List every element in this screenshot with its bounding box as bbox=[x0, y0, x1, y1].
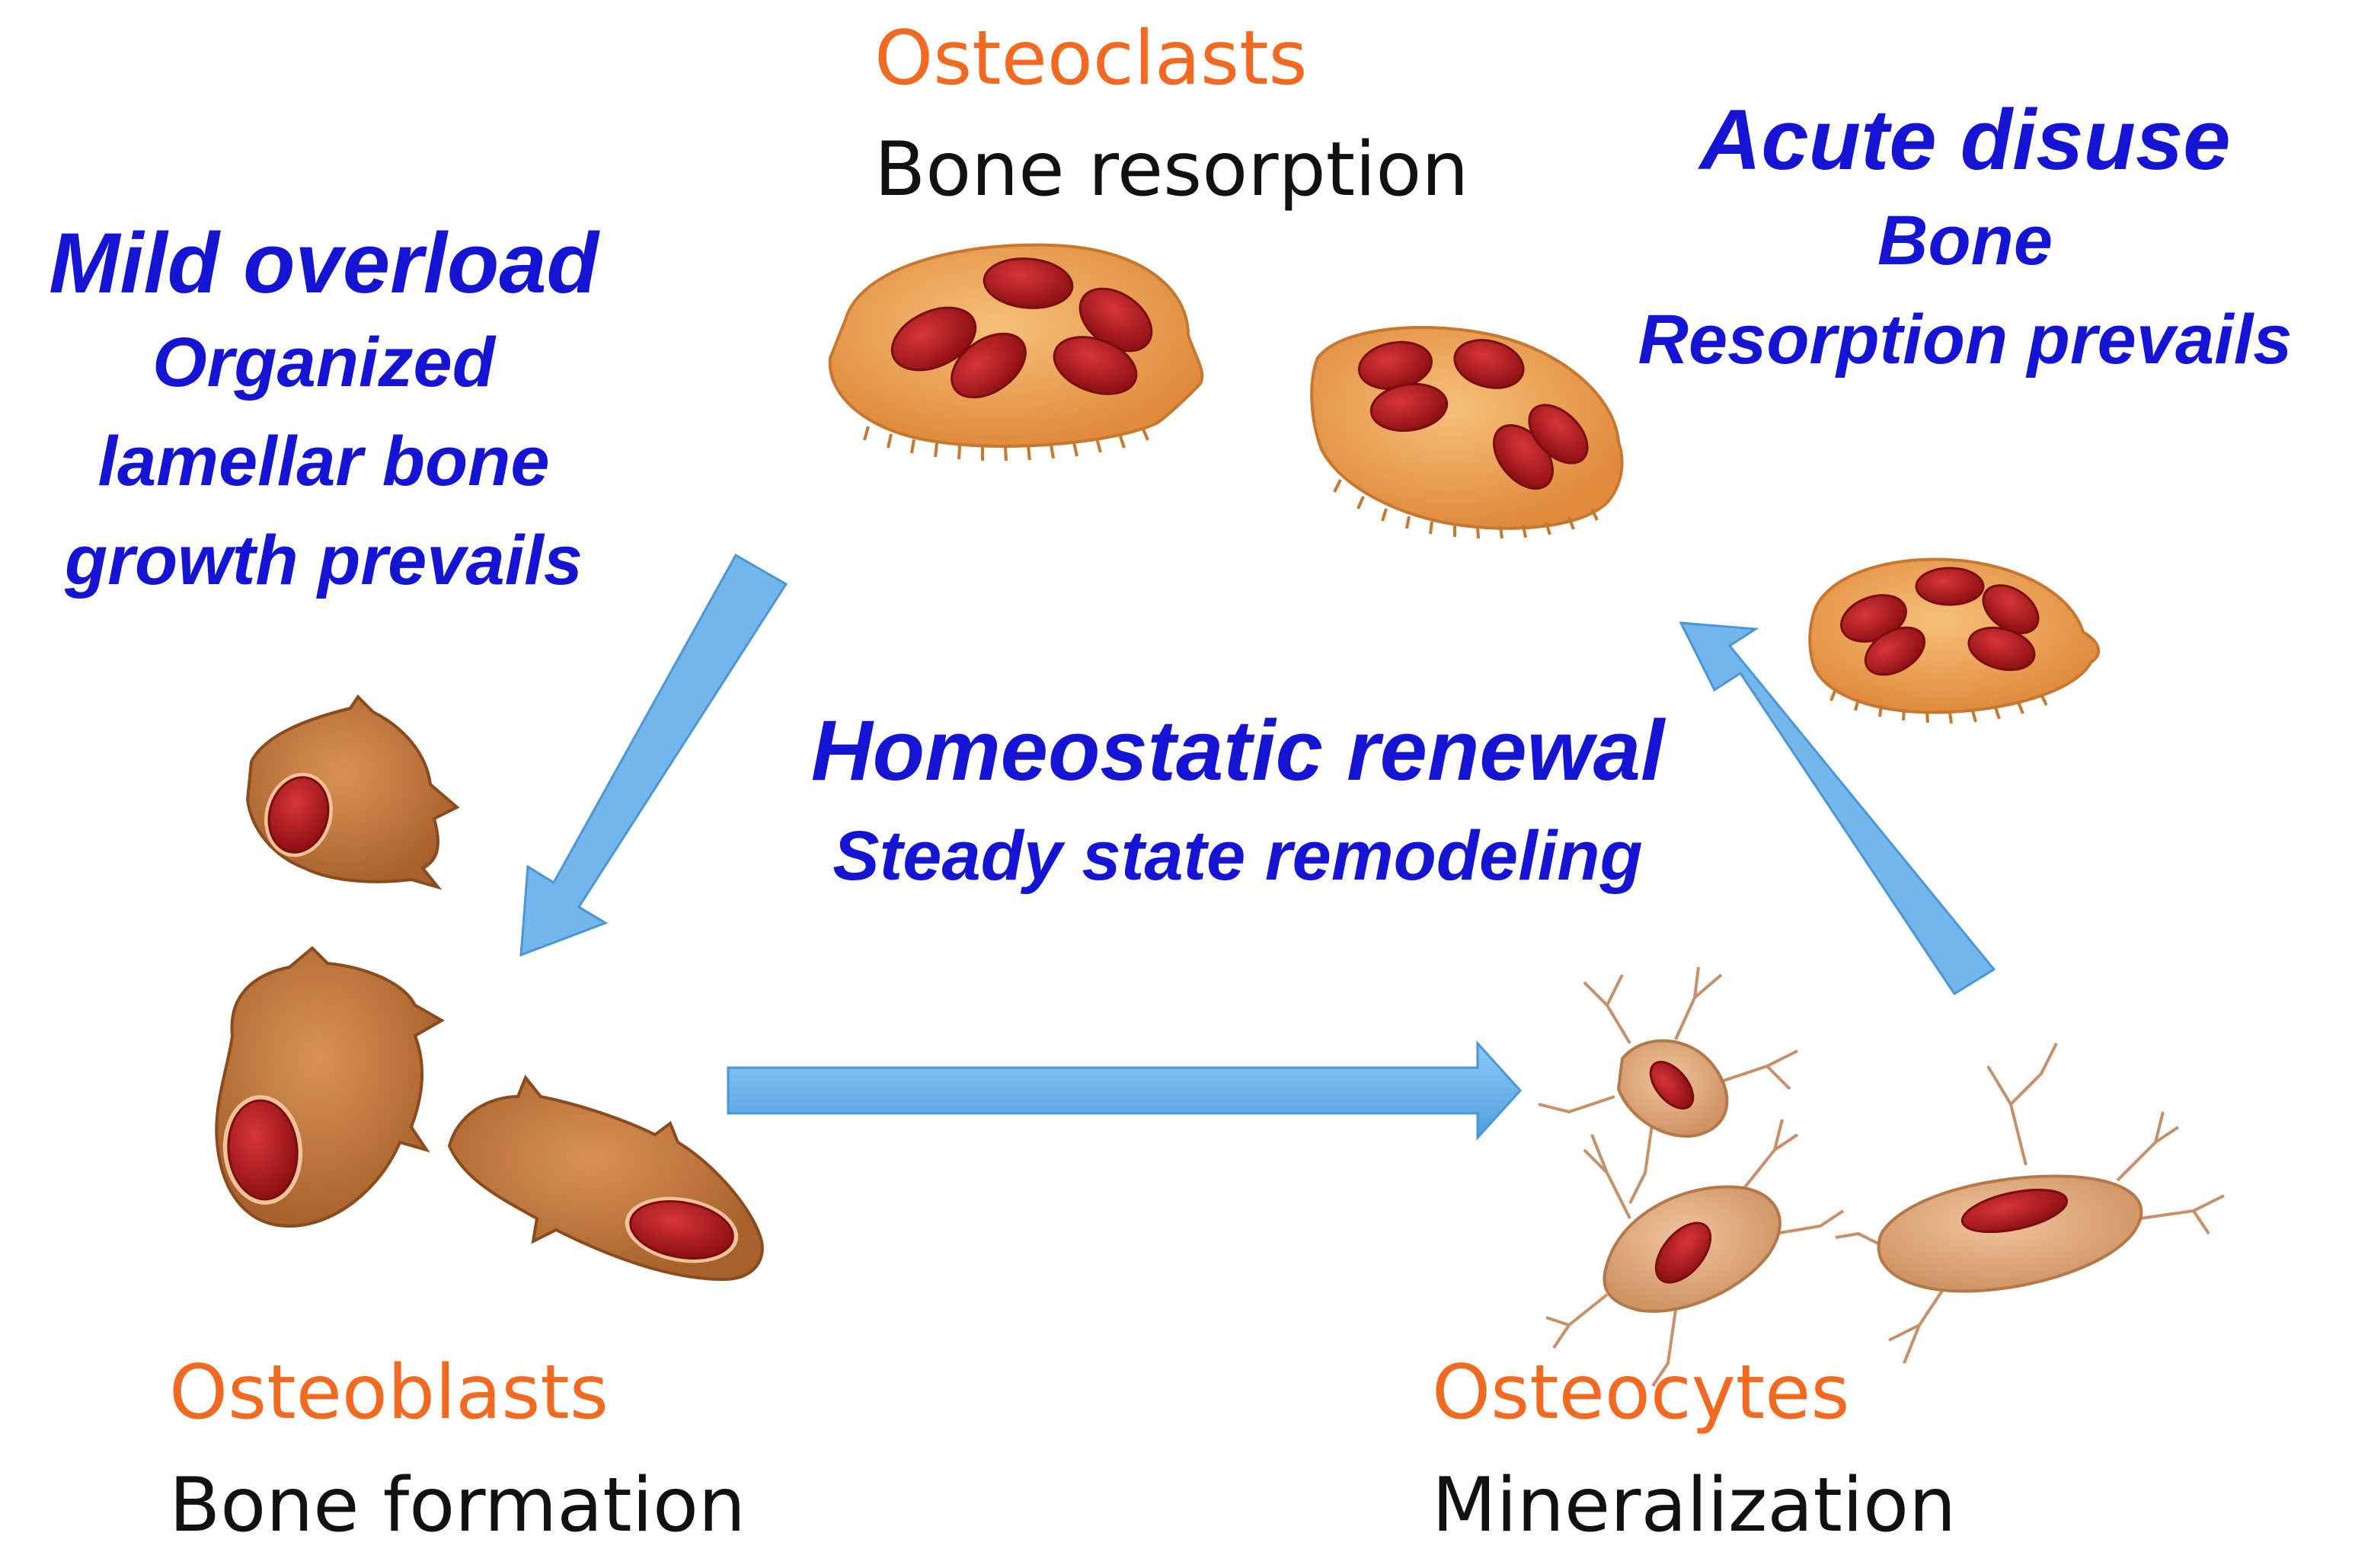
osteoblast-cell bbox=[245, 694, 460, 890]
osteoclast-cell bbox=[1310, 326, 1624, 539]
osteoblast-cell bbox=[215, 946, 446, 1228]
mild-overload-line1: Organized bbox=[152, 324, 495, 401]
acute-disuse-line1: Bone bbox=[1877, 202, 2053, 279]
osteocytes-label: Osteocytes bbox=[1432, 1349, 1850, 1436]
osteoclasts-label: Osteoclasts bbox=[874, 15, 1308, 102]
bone-formation-label: Bone formation bbox=[169, 1462, 746, 1549]
mild-overload-line2: lamellar bone bbox=[97, 423, 550, 500]
mild-overload-title: Mild overload bbox=[49, 216, 599, 311]
osteoblast-cell bbox=[447, 1075, 764, 1282]
arrow-to-osteoblasts bbox=[519, 553, 788, 957]
steady-state-remodeling-label: Steady state remodeling bbox=[832, 817, 1643, 895]
bone-resorption-label: Bone resorption bbox=[874, 126, 1469, 213]
mild-overload-line3: growth prevails bbox=[65, 522, 583, 599]
osteoclast-cell bbox=[828, 243, 1204, 461]
osteocyte-cell bbox=[1835, 1043, 2225, 1364]
mineralization-label: Mineralization bbox=[1432, 1462, 1957, 1549]
arrow-to-osteocytes bbox=[727, 1040, 1523, 1141]
osteocyte-cell bbox=[1538, 966, 1798, 1204]
arrow-to-osteoclasts bbox=[1679, 621, 1996, 996]
osteoclast-cell bbox=[1808, 557, 2101, 724]
osteocyte-cell bbox=[1545, 1119, 1845, 1388]
acute-disuse-title: Acute disuse bbox=[1699, 92, 2231, 187]
osteoblasts-label: Osteoblasts bbox=[169, 1349, 609, 1436]
homeostatic-renewal-title: Homeostatic renewal bbox=[810, 703, 1665, 798]
acute-disuse-line2: Resorption prevails bbox=[1638, 301, 2293, 378]
